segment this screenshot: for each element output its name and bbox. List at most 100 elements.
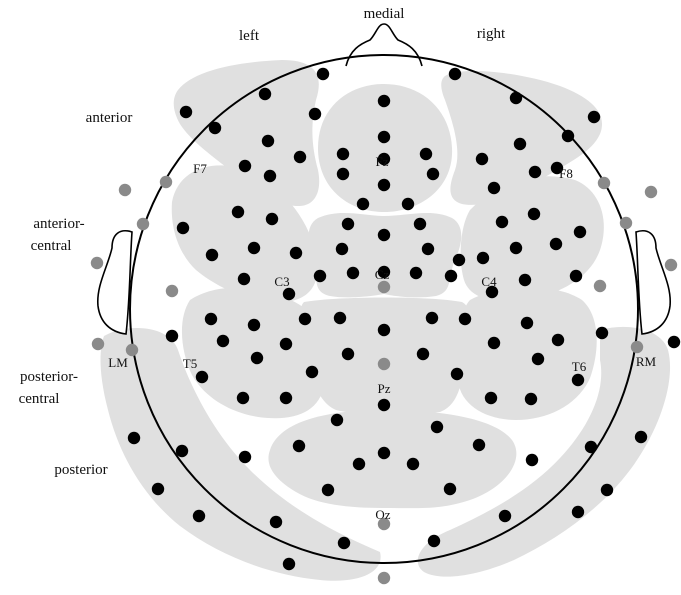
electrode-label-pz: Pz <box>378 381 391 396</box>
electrode-dot <box>562 130 574 142</box>
electrode-dot-reference <box>594 280 606 292</box>
electrode-dot <box>176 445 188 457</box>
electrode-dot <box>280 392 292 404</box>
electrode-dot <box>259 88 271 100</box>
electrode-dot <box>322 484 334 496</box>
electrode-dot <box>572 374 584 386</box>
electrode-dot <box>353 458 365 470</box>
electrode-dot <box>550 238 562 250</box>
electrode-dot <box>378 179 390 191</box>
electrode-dot <box>217 335 229 347</box>
electrode-dot <box>477 252 489 264</box>
electrode-dot <box>449 68 461 80</box>
electrode-dot <box>331 414 343 426</box>
electrode-dot <box>336 243 348 255</box>
electrode-dot <box>453 254 465 266</box>
electrode-dot <box>488 337 500 349</box>
electrode-dot <box>552 334 564 346</box>
electrode-dot <box>519 274 531 286</box>
electrode-dot <box>293 440 305 452</box>
electrode-dot <box>417 348 429 360</box>
electrode-dot <box>574 226 586 238</box>
label-anterior: anterior <box>86 110 133 126</box>
electrode-dot <box>588 111 600 123</box>
electrode-dot <box>280 338 292 350</box>
electrode-dot <box>378 324 390 336</box>
electrode-dot-reference <box>137 218 149 230</box>
region-posterior-central-medial <box>301 298 471 415</box>
electrode-dot <box>420 148 432 160</box>
electrode-dot <box>510 242 522 254</box>
electrode-label-c4: C4 <box>481 274 497 289</box>
region-posterior-medial <box>268 410 516 508</box>
electrode-dot <box>410 267 422 279</box>
electrode-dot <box>485 392 497 404</box>
electrode-dot <box>431 421 443 433</box>
electrode-dot-reference <box>631 341 643 353</box>
electrode-dot-reference <box>665 259 677 271</box>
electrode-dot <box>283 558 295 570</box>
electrode-dot <box>427 168 439 180</box>
left-ear-outline <box>98 231 132 334</box>
electrode-dot <box>239 160 251 172</box>
electrode-label-t6: T6 <box>572 359 587 374</box>
electrode-dot <box>180 106 192 118</box>
electrode-dot <box>239 451 251 463</box>
electrode-dot-reference <box>598 177 610 189</box>
electrode-dot-reference <box>620 217 632 229</box>
electrode-dot <box>266 213 278 225</box>
electrode-dot <box>525 393 537 405</box>
electrode-dot <box>152 483 164 495</box>
electrode-dot <box>347 267 359 279</box>
electrode-dot <box>426 312 438 324</box>
electrode-dot <box>317 68 329 80</box>
electrode-dot <box>342 348 354 360</box>
electrode-dot <box>407 458 419 470</box>
electrode-dot <box>309 108 321 120</box>
label-medial: medial <box>364 6 405 22</box>
electrode-dot-reference <box>166 285 178 297</box>
electrode-dot <box>338 537 350 549</box>
electrode-dot <box>166 330 178 342</box>
electrode-dot <box>196 371 208 383</box>
electrode-dot <box>232 206 244 218</box>
electrode-dot <box>601 484 613 496</box>
electrode-dot <box>314 270 326 282</box>
electrode-dot <box>499 510 511 522</box>
electrode-dot <box>294 151 306 163</box>
electrode-dot <box>414 218 426 230</box>
electrode-dot <box>337 168 349 180</box>
electrode-dot <box>514 138 526 150</box>
electrode-label-f8: F8 <box>559 166 573 181</box>
electrode-dot <box>238 273 250 285</box>
label-left: left <box>239 28 260 44</box>
label-anterior-central-line1: anterior- <box>33 216 84 232</box>
electrode-dot <box>342 218 354 230</box>
electrode-dot-reference <box>92 338 104 350</box>
label-anterior-central-line2: central <box>31 238 72 254</box>
electrode-dot <box>444 483 456 495</box>
electrode-dot-reference <box>119 184 131 196</box>
electrode-dot <box>528 208 540 220</box>
electrode-dot <box>299 313 311 325</box>
electrode-dot <box>526 454 538 466</box>
electrode-dot <box>402 198 414 210</box>
electrode-dot <box>378 447 390 459</box>
electrode-dot-reference <box>645 186 657 198</box>
electrode-dot <box>378 229 390 241</box>
electrode-dot-reference <box>378 281 390 293</box>
electrode-dot <box>270 516 282 528</box>
electrode-dot <box>510 92 522 104</box>
electrode-dot-reference <box>160 176 172 188</box>
label-posterior: posterior <box>54 462 107 478</box>
electrode-dot <box>428 535 440 547</box>
right-ear-outline <box>636 231 670 334</box>
label-posterior-central-line2: central <box>19 391 60 407</box>
electrode-dot <box>476 153 488 165</box>
electrode-dot <box>209 122 221 134</box>
electrode-dot <box>128 432 140 444</box>
electrode-dot <box>283 288 295 300</box>
electrode-dot <box>290 247 302 259</box>
electrode-dot <box>378 95 390 107</box>
